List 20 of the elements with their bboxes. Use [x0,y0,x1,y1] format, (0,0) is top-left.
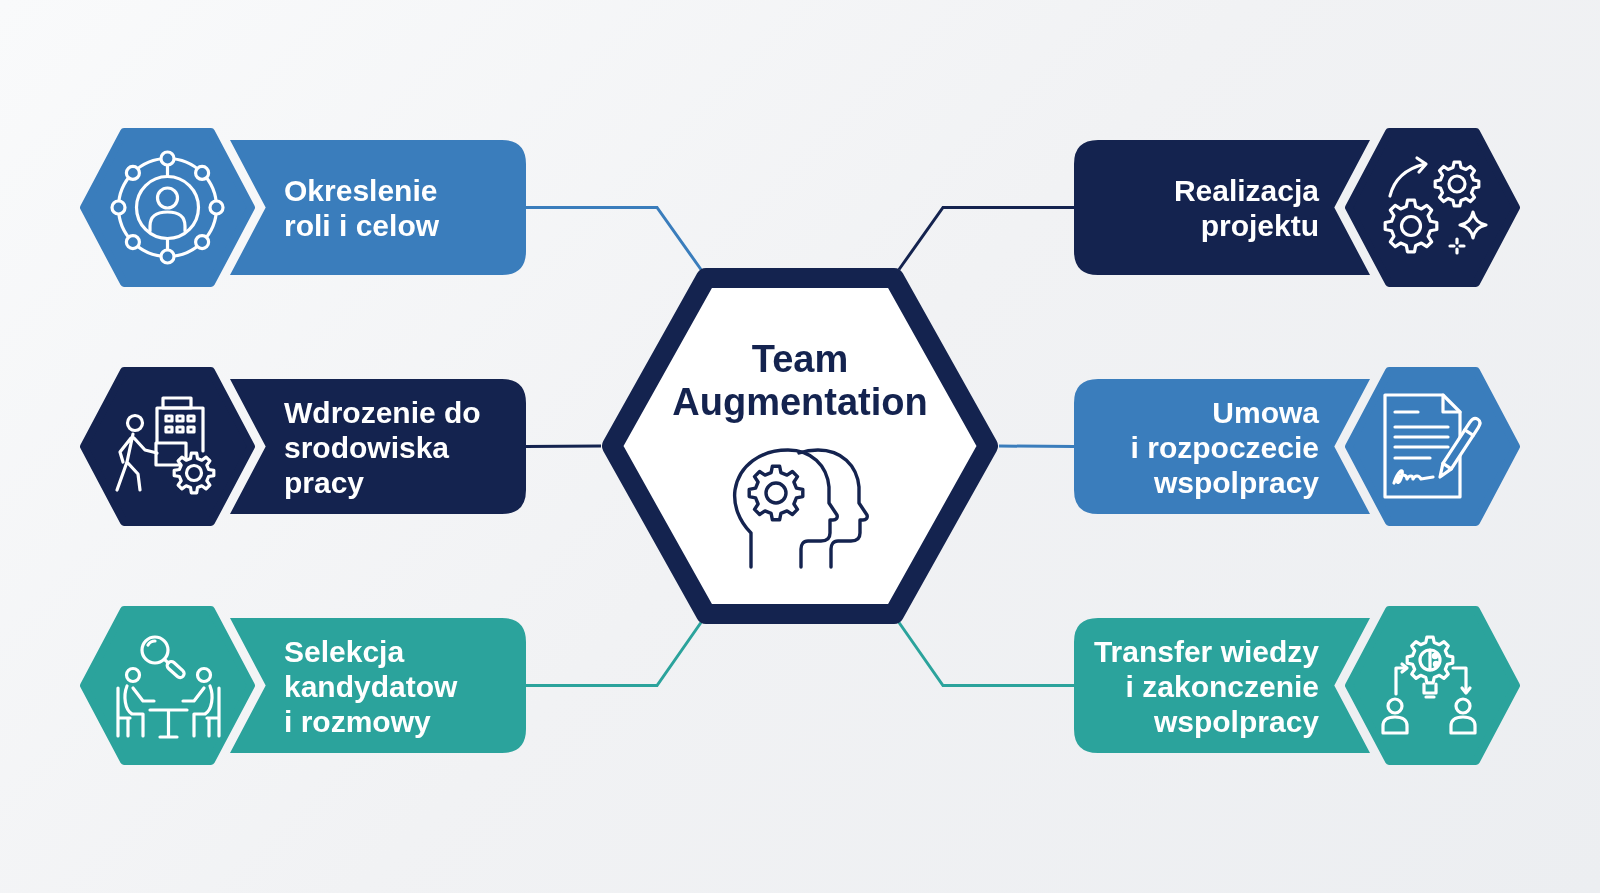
step-banner [1074,618,1370,753]
step-title: Transfer wiedzy i zakonczenie wspolpracy [1093,633,1319,738]
hub-title: Team Augmentation [672,338,928,424]
connector-line [999,444,1074,448]
connector-line [526,206,703,271]
hub-hexagon [600,266,1000,626]
step-banner [230,379,526,514]
connector-line [897,621,1074,687]
step-title: Selekcja kandydatow i rozmowy [284,633,458,738]
step-banner [1074,140,1370,275]
connector-line [897,206,1074,271]
step-title: Okreslenie roli i celow [284,172,440,243]
step-title: Realizacja projektu [1173,172,1319,243]
step-title: Wdrozenie do srodowiska pracy [284,394,481,499]
connector-line [526,444,601,448]
step-banner [230,140,526,275]
step-title: Umowa i rozpoczecie wspolpracy [1130,394,1319,499]
step-banner [1074,379,1370,514]
step-banner [230,618,526,753]
connector-line [526,621,703,687]
